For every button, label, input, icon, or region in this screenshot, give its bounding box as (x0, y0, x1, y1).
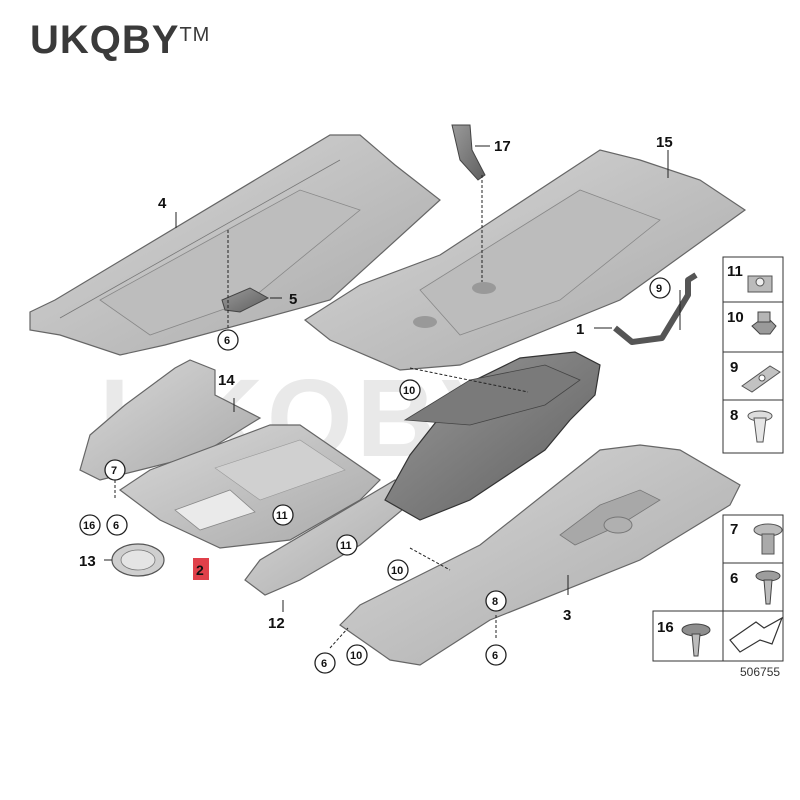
highlight-part-2 (193, 558, 209, 580)
part-14-panel (79, 359, 262, 481)
label-part-1: 1 (576, 321, 584, 338)
leader-lines (104, 145, 681, 649)
callout-6: 6 (106, 514, 128, 536)
brand-name: UKQBY (30, 18, 180, 62)
callout-7-text: 7 (111, 465, 117, 477)
callout-6: 6 (485, 644, 507, 666)
callout-6: 6 (217, 329, 239, 351)
callout-6-text: 6 (113, 520, 119, 532)
part-3-panel (339, 444, 741, 666)
part-12-panel (244, 479, 422, 596)
legend-8-number: 8 (730, 407, 738, 424)
label-part-5: 5 (289, 291, 297, 308)
label-part-17: 17 (494, 138, 511, 155)
label-part-14: 14 (218, 372, 235, 389)
legend-11-number: 11 (727, 263, 743, 280)
expanding-rivet-icon (747, 410, 773, 443)
callout-11-text: 11 (340, 540, 352, 552)
callout-10: 10 (346, 644, 368, 666)
label-part-3: 3 (563, 607, 571, 624)
callout-9: 9 (649, 277, 671, 299)
callout-11: 11 (272, 504, 294, 526)
label-part-4: 4 (158, 195, 167, 212)
part-5-bracket (221, 287, 270, 313)
label-part-13: 13 (79, 553, 96, 570)
callout-10-text: 10 (391, 565, 403, 577)
callout-10-text: 10 (403, 385, 415, 397)
callout-8: 8 (485, 590, 507, 612)
callout-11: 11 (336, 534, 358, 556)
label-part-2: 2 (196, 562, 204, 578)
callout-6-text: 6 (224, 335, 230, 347)
brand-logo: UKQBYTM (30, 18, 210, 63)
part-13-cover (111, 543, 165, 577)
spring-nut-icon (747, 275, 773, 293)
callout-6-text: 6 (492, 650, 498, 662)
callout-10: 10 (387, 559, 409, 581)
callout-6-text: 6 (321, 658, 327, 670)
legend-numbers: 11 10 9 8 7 6 16 (657, 263, 744, 636)
legend-6-number: 6 (730, 570, 738, 587)
part-15-panel (303, 149, 747, 371)
callout-7: 7 (104, 459, 126, 481)
part-4-panel (29, 134, 441, 356)
label-part-15: 15 (656, 134, 673, 151)
brand-trademark: TM (179, 24, 211, 46)
callout-9-text: 9 (656, 283, 662, 295)
legend-16-number: 16 (657, 619, 674, 636)
washer-screw-icon (681, 623, 711, 657)
callout-11-text: 11 (276, 510, 288, 522)
hex-nut-icon (751, 311, 777, 335)
callout-16-text: 16 (83, 520, 95, 532)
callout-16: 16 (79, 514, 101, 536)
callout-10: 10 (399, 379, 421, 401)
part-1-bracket (613, 272, 698, 345)
callout-8-text: 8 (492, 596, 498, 608)
part-17-bracket (451, 124, 486, 181)
part-2-panel (118, 424, 381, 549)
direction-arrow-icon (729, 616, 784, 653)
plastic-nut-icon (753, 523, 783, 555)
legend-10-number: 10 (727, 309, 744, 326)
clip-nut-icon (741, 365, 781, 393)
callout-10-text: 10 (350, 650, 362, 662)
legend-7-number: 7 (730, 521, 738, 538)
diagram-id: 506755 (740, 665, 780, 679)
screw-icon (755, 570, 781, 605)
label-part-12: 12 (268, 615, 285, 632)
legend-9-number: 9 (730, 359, 738, 376)
callout-6: 6 (314, 652, 336, 674)
